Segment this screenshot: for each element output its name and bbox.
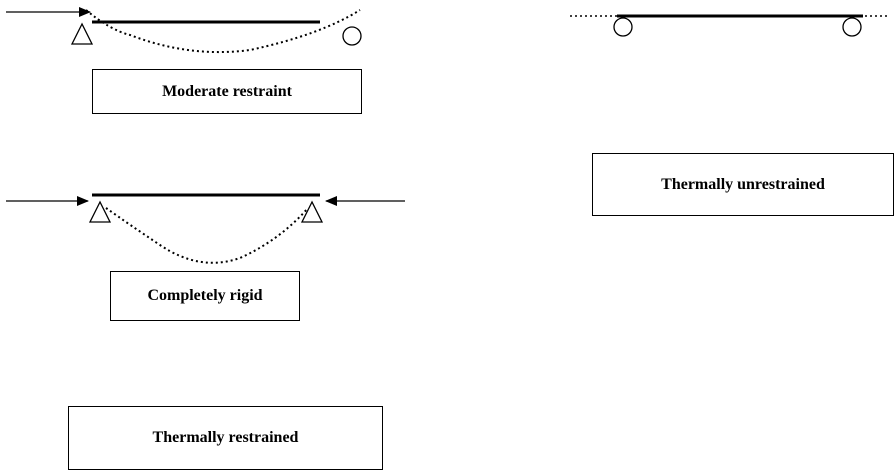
moderate-restraint-figure bbox=[6, 7, 362, 54]
unrestrained-left-roller-icon bbox=[613, 17, 633, 37]
thermally-restrained-label: Thermally restrained bbox=[68, 406, 383, 470]
unrestrained-right-roller-icon bbox=[842, 17, 862, 37]
moderate-roller-support-icon bbox=[342, 26, 362, 46]
rigid-deflected-shape bbox=[105, 207, 309, 264]
completely-rigid-label: Completely rigid bbox=[110, 271, 300, 321]
moderate-deflected-shape bbox=[85, 9, 361, 54]
completely-rigid-figure bbox=[6, 193, 405, 264]
rigid-left-pin-support-icon bbox=[88, 200, 112, 223]
unrestrained-figure bbox=[570, 14, 890, 37]
thermally-unrestrained-label: Thermally unrestrained bbox=[592, 153, 894, 216]
rigid-right-pin-support-icon bbox=[300, 200, 324, 223]
moderate-restraint-label: Moderate restraint bbox=[92, 69, 362, 114]
moderate-pin-support-icon bbox=[70, 22, 94, 45]
